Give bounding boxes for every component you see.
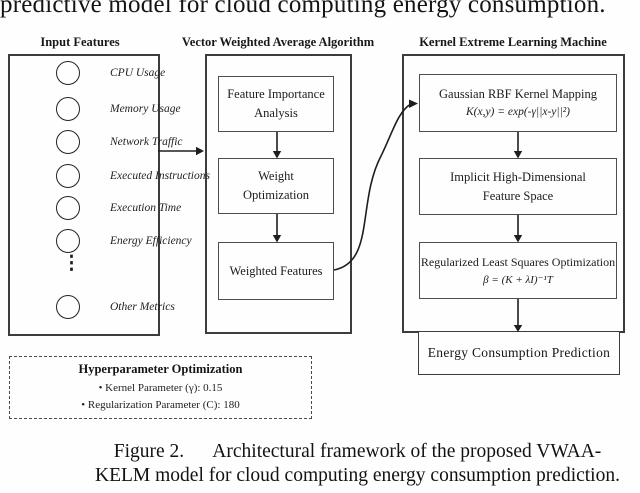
feature-label-executed-instructions: Executed Instructions — [110, 170, 210, 182]
feature-node-circle — [56, 164, 80, 188]
weighted-features-box: Weighted Features — [218, 242, 334, 300]
feature-label-network-traffic: Network Traffic — [110, 136, 183, 148]
box-text-line: Energy Consumption Prediction — [427, 345, 611, 360]
box-text-line: Weighted Features — [229, 263, 323, 278]
feature-node-circle — [56, 295, 80, 319]
box-text-line: Regularized Least Squares Optimization — [420, 255, 616, 269]
feature-node-circle — [56, 61, 80, 85]
box-text-line: Feature Importance — [227, 87, 325, 101]
weight-optimization-box: Weight Optimization — [218, 158, 334, 214]
box-text-line: Feature Space — [482, 188, 554, 203]
feature-node-circle — [56, 130, 80, 154]
column-header-vwaa: Vector Weighted Average Algorithm — [181, 35, 375, 49]
input-features-box — [8, 54, 160, 336]
feature-label-other-metrics: Other Metrics — [110, 301, 175, 313]
hyperparameter-kernel-gamma: • Kernel Parameter (γ): 0.15 — [98, 382, 223, 394]
gaussian-kernel-formula: K(x,y) = exp(-γ||x-y||²) — [465, 106, 571, 118]
column-header-input-features: Input Features — [40, 35, 120, 49]
body-text-line: predictive model for cloud computing ene… — [0, 0, 606, 18]
feature-node-circle — [56, 196, 80, 220]
column-header-kelm: Kernel Extreme Learning Machine — [419, 35, 607, 49]
hyperparameter-optimization-box: Hyperparameter Optimization • Kernel Par… — [9, 356, 312, 419]
box-text-line: Weight — [258, 169, 294, 183]
hyperparameter-regularization-c: • Regularization Parameter (C): 180 — [81, 399, 240, 411]
box-text-line: Gaussian RBF Kernel Mapping — [439, 87, 597, 101]
figure-caption: Figure 2. Architectural framework of the… — [75, 440, 640, 487]
gaussian-rbf-kernel-mapping-box: Gaussian RBF Kernel Mapping K(x,y) = exp… — [419, 74, 617, 132]
feature-label-energy-efficiency: Energy Efficiency — [110, 235, 192, 247]
box-text-line: Optimization — [243, 188, 309, 202]
caption-line-2: KELM model for cloud computing energy co… — [95, 464, 620, 486]
caption-line-1: Figure 2. Architectural framework of the… — [113, 441, 602, 462]
feature-label-memory-usage: Memory Usage — [110, 103, 181, 115]
feature-label-cpu-usage: CPU Usage — [110, 67, 166, 79]
feature-label-execution-time: Execution Time — [110, 202, 182, 214]
box-text-line: Analysis — [254, 106, 298, 120]
regularized-least-squares-box: Regularized Least Squares Optimization β… — [419, 242, 617, 299]
feature-node-circle — [56, 229, 80, 253]
hyperparameter-title: Hyperparameter Optimization — [78, 362, 243, 376]
box-text-line: Implicit High-Dimensional — [450, 169, 586, 184]
feature-importance-analysis-box: Feature Importance Analysis — [218, 76, 334, 132]
feature-node-circle — [56, 97, 80, 121]
implicit-feature-space-box: Implicit High-Dimensional Feature Space — [419, 158, 617, 215]
energy-consumption-prediction-box: Energy Consumption Prediction — [418, 331, 620, 375]
regularized-formula: β = (K + λI)⁻¹T — [483, 274, 553, 286]
vertical-ellipsis: ⋮ — [62, 253, 81, 274]
